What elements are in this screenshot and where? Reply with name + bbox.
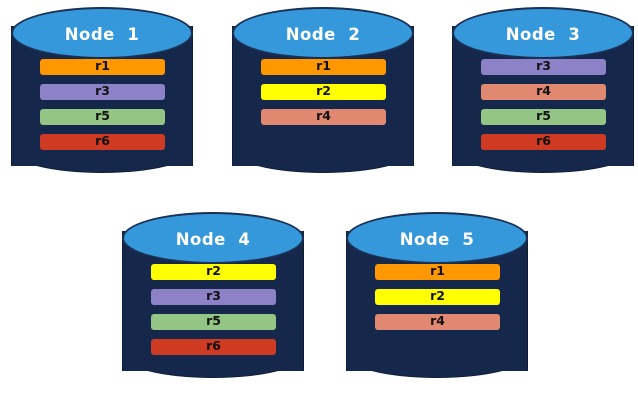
replica-label: r2 xyxy=(430,288,445,304)
node-label: Node 4 xyxy=(175,229,251,249)
replica-label: r6 xyxy=(206,338,221,354)
replica-label: r4 xyxy=(316,108,331,124)
replica-bar[interactable]: r3 xyxy=(481,59,606,75)
replica-stack: r1 r2 r4 xyxy=(261,59,386,125)
replica-label: r2 xyxy=(206,263,221,279)
node-label: Node 2 xyxy=(285,24,361,44)
replica-label: r5 xyxy=(536,108,551,124)
replica-bar[interactable]: r6 xyxy=(481,134,606,150)
replica-stack: r2 r3 r5 r6 xyxy=(151,264,276,355)
replica-bar[interactable]: r5 xyxy=(40,109,165,125)
replica-bar[interactable]: r6 xyxy=(151,339,276,355)
replica-stack: r1 r3 r5 r6 xyxy=(40,59,165,150)
cylinder-top-disc: Node 4 xyxy=(122,212,304,264)
node-cylinder-2[interactable]: Node 2 r1 r2 r4 xyxy=(232,7,414,185)
replica-bar[interactable]: r3 xyxy=(151,289,276,305)
replica-stack: r1 r2 r4 xyxy=(375,264,500,330)
replica-bar[interactable]: r2 xyxy=(151,264,276,280)
cylinder-top-disc: Node 5 xyxy=(346,212,528,264)
replica-bar[interactable]: r4 xyxy=(261,109,386,125)
replica-stack: r3 r4 r5 r6 xyxy=(481,59,606,150)
replica-label: r5 xyxy=(206,313,221,329)
replica-label: r5 xyxy=(95,108,110,124)
replica-label: r2 xyxy=(316,83,331,99)
replica-label: r4 xyxy=(536,83,551,99)
replica-bar[interactable]: r3 xyxy=(40,84,165,100)
replica-bar[interactable]: r1 xyxy=(261,59,386,75)
replica-bar[interactable]: r5 xyxy=(151,314,276,330)
replica-bar[interactable]: r1 xyxy=(40,59,165,75)
replica-bar[interactable]: r5 xyxy=(481,109,606,125)
cylinder-top-disc: Node 3 xyxy=(452,7,634,59)
replica-label: r1 xyxy=(95,58,110,74)
replica-label: r3 xyxy=(206,288,221,304)
replica-label: r6 xyxy=(536,133,551,149)
replica-label: r3 xyxy=(536,58,551,74)
replica-label: r3 xyxy=(95,83,110,99)
replica-bar[interactable]: r2 xyxy=(261,84,386,100)
cylinder-top-disc: Node 2 xyxy=(232,7,414,59)
replica-bar[interactable]: r1 xyxy=(375,264,500,280)
replica-label: r1 xyxy=(316,58,331,74)
replica-bar[interactable]: r4 xyxy=(375,314,500,330)
node-label: Node 5 xyxy=(399,229,475,249)
node-cylinder-3[interactable]: Node 3 r3 r4 r5 r6 xyxy=(452,7,634,185)
node-label: Node 1 xyxy=(64,24,140,44)
replica-label: r6 xyxy=(95,133,110,149)
replica-label: r4 xyxy=(430,313,445,329)
node-cylinder-5[interactable]: Node 5 r1 r2 r4 xyxy=(346,212,528,390)
replica-label: r1 xyxy=(430,263,445,279)
node-cylinder-4[interactable]: Node 4 r2 r3 r5 r6 xyxy=(122,212,304,390)
node-cylinder-1[interactable]: Node 1 r1 r3 r5 r6 xyxy=(11,7,193,185)
replica-bar[interactable]: r6 xyxy=(40,134,165,150)
replica-bar[interactable]: r4 xyxy=(481,84,606,100)
cylinder-top-disc: Node 1 xyxy=(11,7,193,59)
replica-bar[interactable]: r2 xyxy=(375,289,500,305)
node-label: Node 3 xyxy=(505,24,581,44)
